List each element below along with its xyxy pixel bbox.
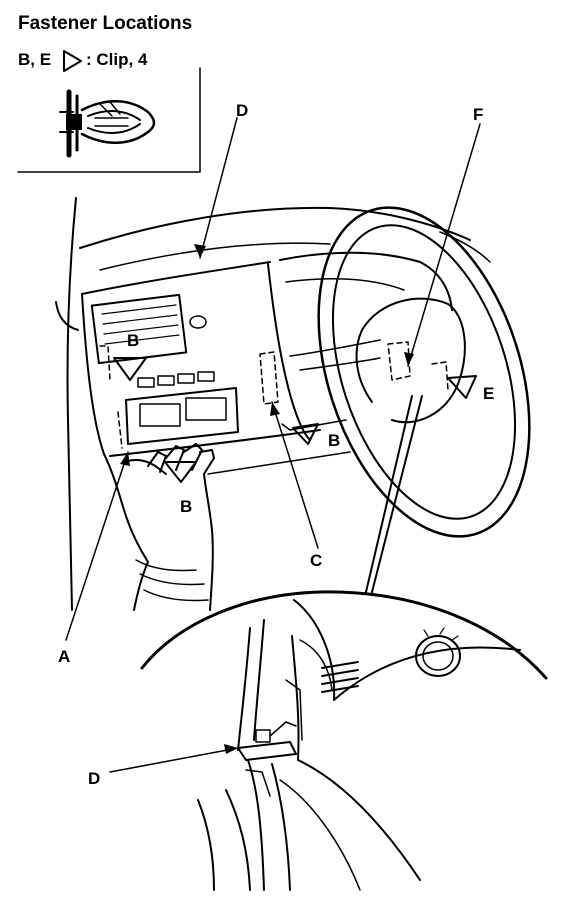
clip-marker-b-lower — [164, 461, 197, 483]
clip-marker-e — [447, 375, 477, 399]
callout-leaders — [65, 117, 481, 773]
magnified-detail — [140, 395, 548, 891]
legend-text: : Clip, 4 — [86, 50, 148, 69]
clip-detail-inset — [17, 67, 201, 173]
label-c: C — [310, 551, 322, 570]
label-d-lower: D — [88, 769, 100, 788]
diagram-title: Fastener Locations — [18, 13, 192, 34]
label-b-lower: B — [180, 497, 192, 516]
label-a: A — [58, 647, 70, 666]
label-f: F — [473, 105, 483, 124]
label-d-upper: D — [236, 101, 248, 120]
label-b-upper: B — [127, 331, 139, 350]
clip-marker-b-right — [292, 423, 319, 445]
label-e: E — [483, 384, 494, 403]
clip-marker-b-upper — [113, 357, 147, 381]
legend-prefix: B, E — [18, 50, 51, 69]
label-b-right: B — [328, 431, 340, 450]
clip-marker-icon — [63, 50, 82, 72]
dashboard-illustration — [55, 197, 531, 611]
